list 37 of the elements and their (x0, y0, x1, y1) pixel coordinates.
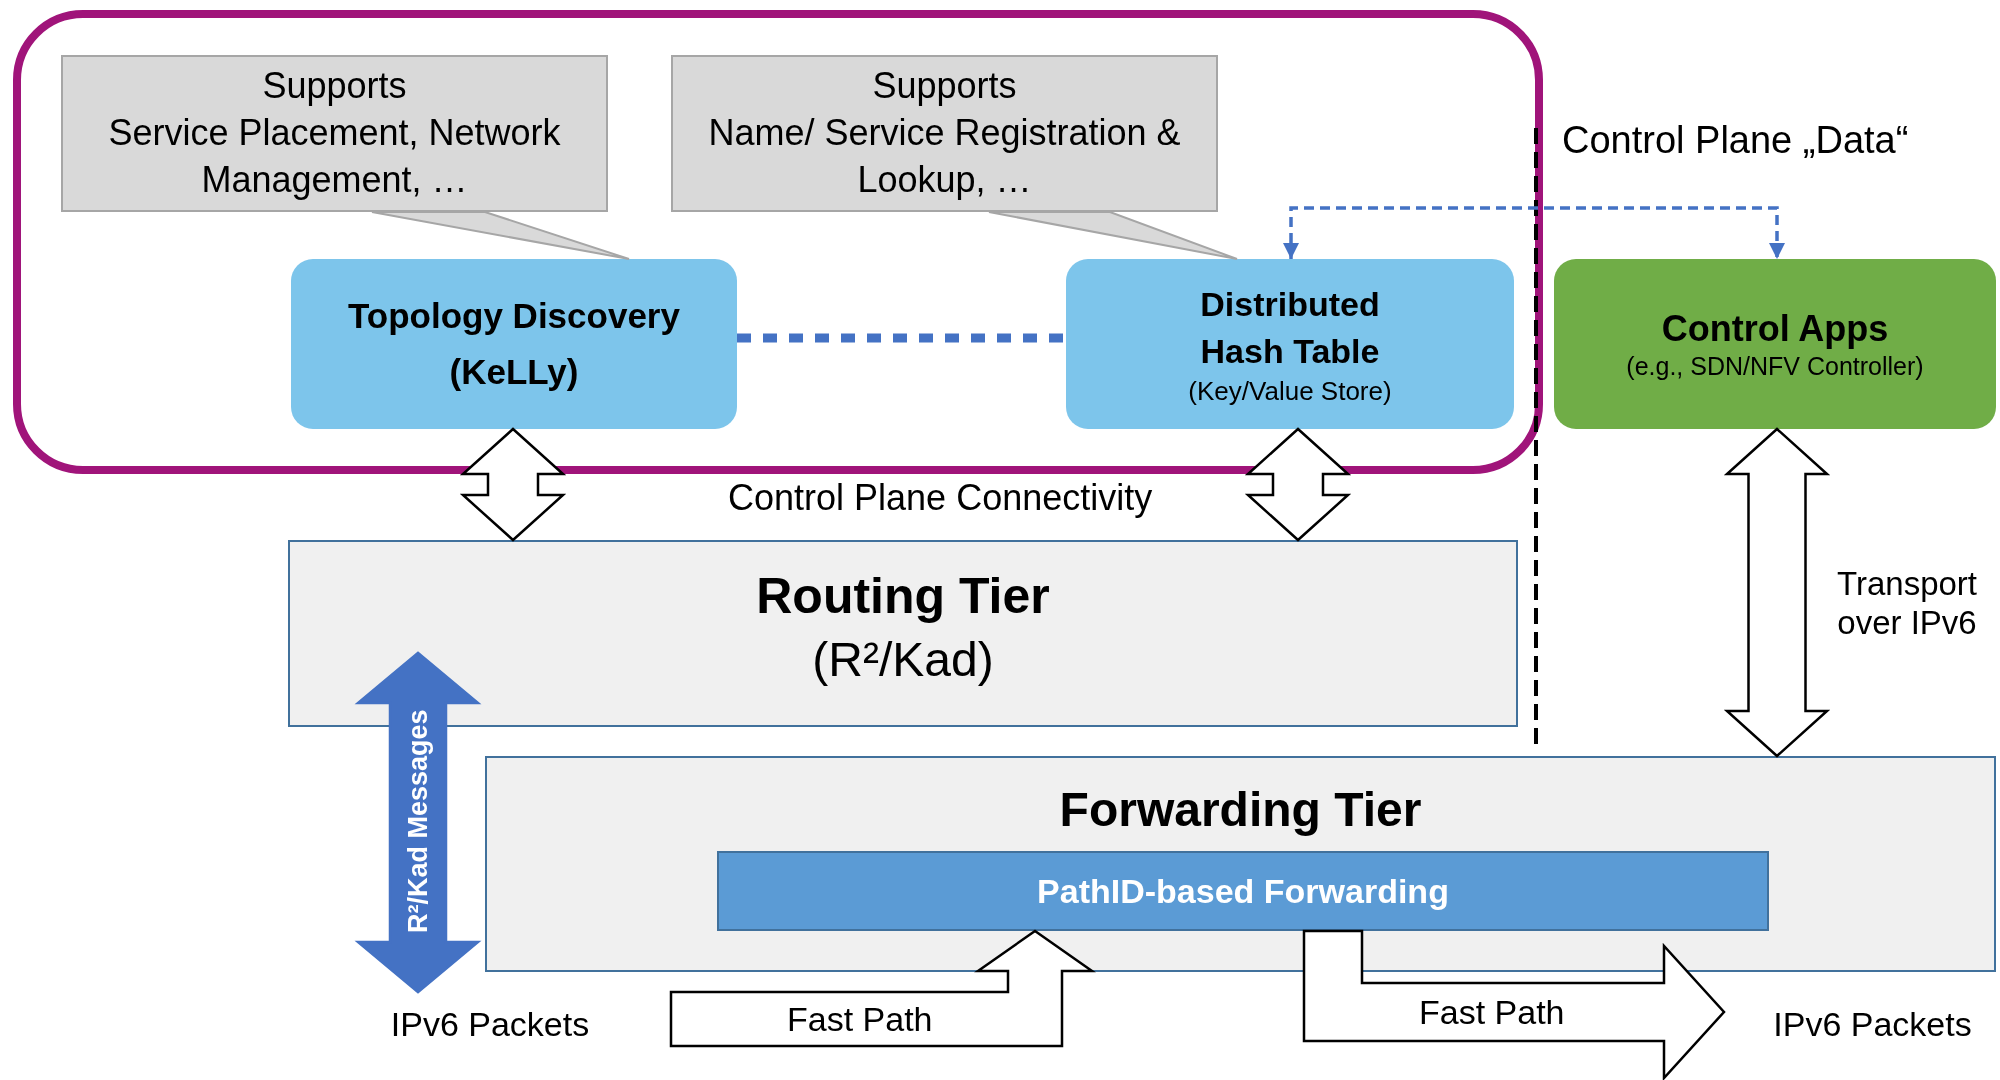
box-title: Supports (872, 64, 1017, 109)
edge-label: Fast Path (787, 998, 933, 1040)
tier-box (485, 756, 1996, 972)
box-subtitle: (Key/Value Store) (1188, 374, 1392, 408)
box-title: Distributed Hash Table (1199, 283, 1381, 372)
box-subtitle: (R²/Kad) (812, 632, 994, 688)
dotted-line (737, 333, 1066, 343)
group-outline (13, 10, 1543, 474)
double-arrow (1244, 427, 1352, 542)
process-bar (717, 851, 1769, 931)
block-arrow (669, 929, 1096, 1048)
app-box (1554, 259, 1996, 429)
callout-tail (371, 211, 630, 260)
component-box (291, 259, 737, 429)
box-subtitle: Name/ Service Registration & Lookup, … (707, 111, 1182, 202)
dashed-arrow (1283, 206, 1785, 259)
box-title: Routing Tier (756, 567, 1050, 626)
box-title: Forwarding Tier (1059, 782, 1422, 838)
box-title: Control Apps (1661, 306, 1889, 351)
box-subtitle: Service Placement, Network Management, … (107, 111, 562, 202)
diagram-label: Control Plane Connectivity (728, 475, 1153, 519)
packet-label: IPv6 Packets (390, 1003, 590, 1045)
callout-tail (988, 211, 1238, 260)
box-title: Topology Discovery (KeLLy) (347, 295, 681, 393)
box-title: Supports (262, 64, 407, 109)
double-arrow (459, 427, 567, 542)
double-arrow (354, 651, 482, 994)
diagram-label: Control Plane „Data“ (1562, 118, 1909, 163)
double-arrow (1723, 427, 1831, 758)
edge-label: R²/Kad Messages (401, 709, 434, 933)
edge-label: Transport over IPv6 (1837, 563, 1977, 643)
box-subtitle: (e.g., SDN/NFV Controller) (1626, 350, 1924, 382)
box-title: PathID-based Forwarding (1037, 870, 1449, 912)
block-arrow (1302, 929, 1726, 1080)
packet-label: IPv6 Packets (1773, 1003, 1972, 1045)
component-box (1066, 259, 1514, 429)
edge-label: Fast Path (1419, 991, 1565, 1033)
